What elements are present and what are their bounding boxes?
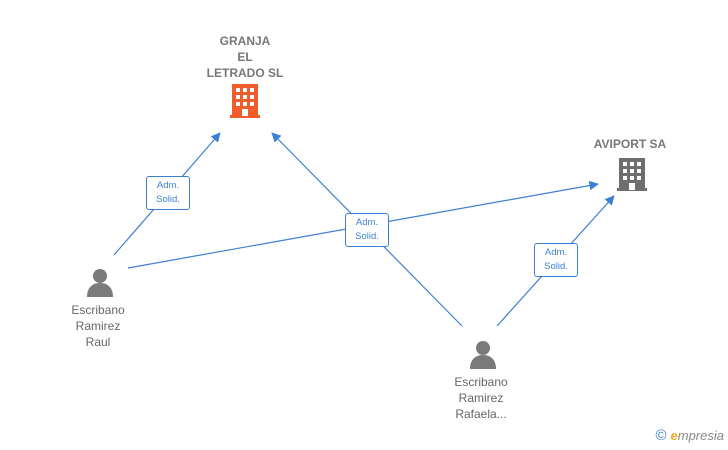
empresia-watermark: ©empresia — [655, 427, 724, 444]
company-label-granja[interactable]: GRANJA EL LETRADO SL — [206, 34, 284, 80]
building-icon[interactable] — [230, 84, 260, 118]
copyright-icon: © — [655, 427, 667, 444]
company-label-aviport[interactable]: AVIPORT SA — [593, 137, 667, 151]
edge-label-raul-aviport[interactable]: Adm. Solid. — [341, 209, 389, 247]
empresia-logo-text: mpresia — [677, 428, 724, 443]
person-label-rafaela[interactable]: Escribano Ramirez Rafaela... — [454, 375, 508, 421]
building-icon[interactable] — [617, 158, 647, 191]
person-icon[interactable] — [87, 269, 113, 297]
edge-label-rafaela-aviport[interactable]: Adm. Solid. — [534, 243, 578, 277]
empresia-logo-letter: e — [670, 428, 678, 443]
person-icon[interactable] — [470, 341, 496, 369]
person-label-raul[interactable]: Escribano Ramirez Raul — [71, 303, 125, 349]
edge-label-raul-granja[interactable]: Adm. Solid. — [146, 176, 190, 210]
